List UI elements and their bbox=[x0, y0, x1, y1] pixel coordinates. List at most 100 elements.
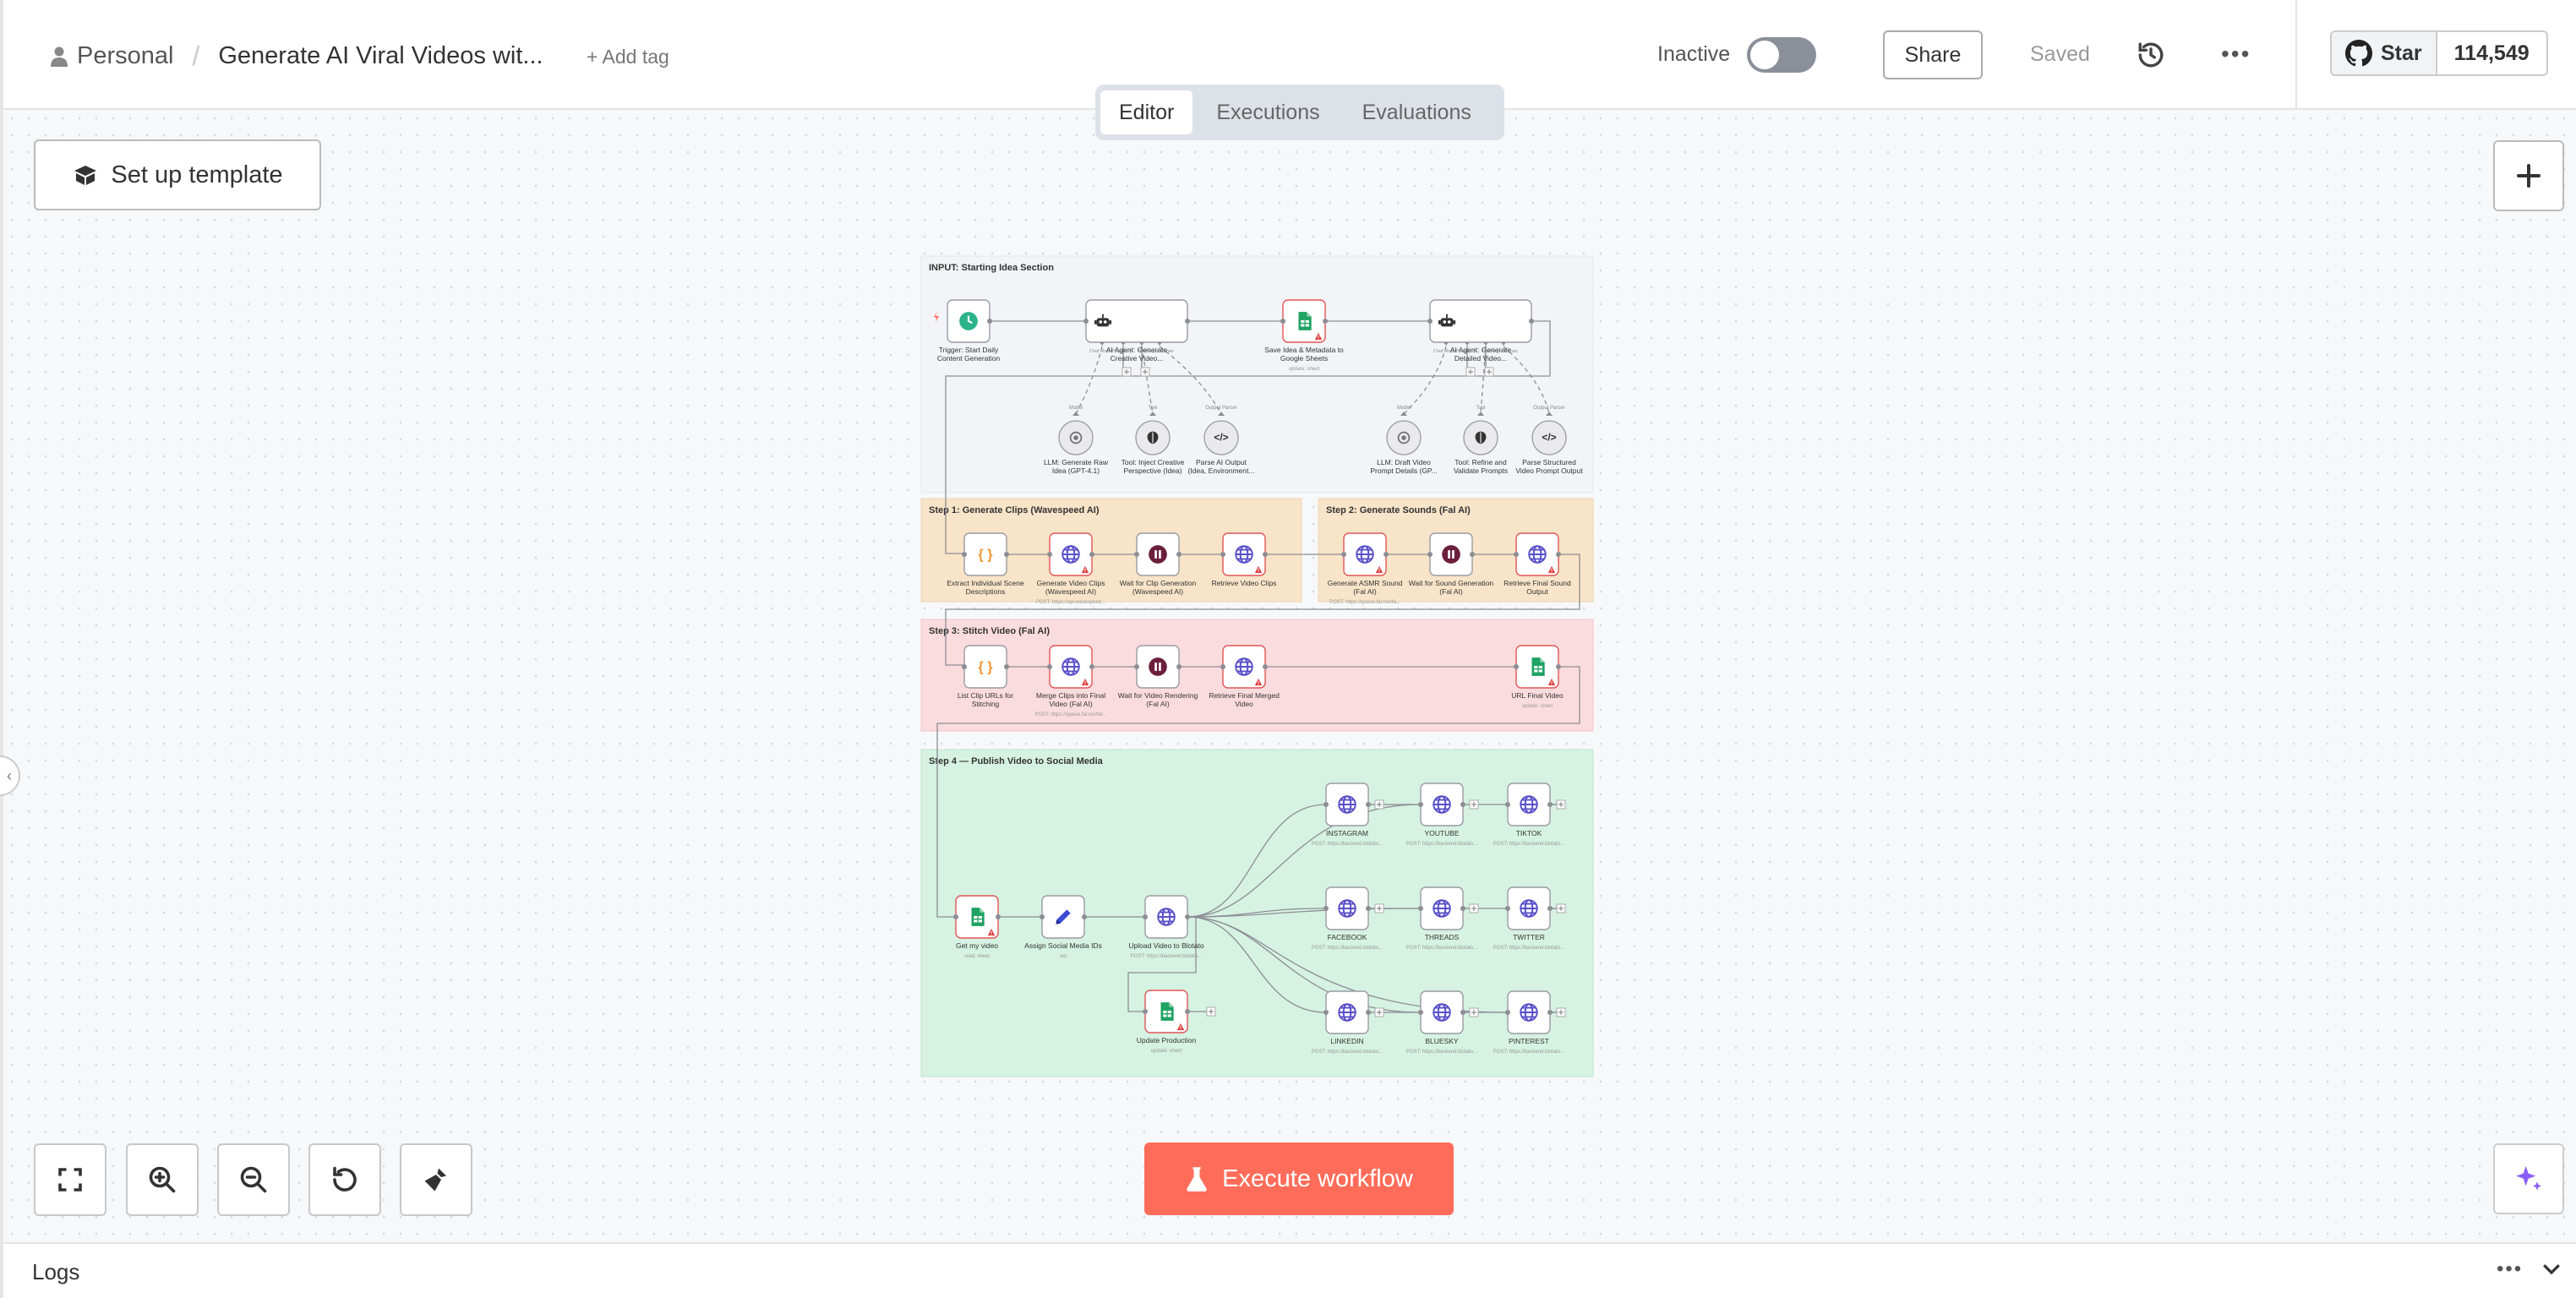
node-twitter-label: TWITTER bbox=[1513, 933, 1545, 941]
node-llm-1[interactable]: Model bbox=[1058, 406, 1094, 455]
add-connection-icon[interactable] bbox=[1374, 1007, 1384, 1017]
section-step4-title: Step 4 — Publish Video to Social Media bbox=[929, 756, 1104, 766]
node-linkedin[interactable] bbox=[1323, 990, 1371, 1034]
tidy-up-button[interactable] bbox=[400, 1143, 472, 1216]
add-connection-icon[interactable] bbox=[1206, 1006, 1216, 1017]
sheet-icon bbox=[1160, 1001, 1175, 1022]
node-ai-agent-1[interactable] bbox=[1083, 299, 1190, 343]
add-connection-icon[interactable] bbox=[1469, 799, 1479, 810]
node-assign-ids-label: Assign Social Media IDs bbox=[1024, 941, 1102, 950]
node-assign-ids[interactable] bbox=[1040, 895, 1087, 939]
node-tiktok[interactable] bbox=[1505, 783, 1553, 826]
add-connection-icon[interactable] bbox=[1556, 1007, 1566, 1017]
node-llm-1-port-label: Model bbox=[1069, 406, 1083, 411]
agent-port-label: Chat Model* bbox=[1089, 349, 1116, 354]
add-connection-icon[interactable] bbox=[1484, 367, 1494, 377]
node-update-production[interactable] bbox=[1143, 990, 1190, 1033]
node-upload-blotato[interactable] bbox=[1143, 895, 1190, 939]
zoom-out-button[interactable] bbox=[217, 1143, 290, 1216]
node-tool-2[interactable]: Tool bbox=[1463, 406, 1498, 455]
fit-view-button[interactable] bbox=[34, 1143, 106, 1216]
node-threads[interactable] bbox=[1418, 886, 1465, 930]
node-update-production-label: Update Production bbox=[1137, 1036, 1197, 1044]
node-youtube[interactable] bbox=[1418, 783, 1465, 826]
node-wait-render[interactable] bbox=[1134, 645, 1182, 689]
execute-workflow-button[interactable]: Execute workflow bbox=[1144, 1143, 1454, 1215]
add-connection-icon[interactable] bbox=[1140, 367, 1150, 377]
chevron-down-icon[interactable] bbox=[2539, 1256, 2564, 1281]
node-retrieve-merged[interactable] bbox=[1220, 645, 1268, 689]
tab-executions[interactable]: Executions bbox=[1216, 100, 1320, 124]
node-url-final[interactable] bbox=[1514, 645, 1561, 689]
node-retrieve-clips[interactable] bbox=[1220, 532, 1268, 576]
share-button[interactable]: Share bbox=[1883, 30, 1983, 79]
node-parse-2-port-label: Output Parser bbox=[1533, 406, 1564, 411]
workflow-canvas[interactable]: Set up template ‹ { } </> INPU bbox=[0, 110, 2576, 1242]
add-node-button[interactable] bbox=[2493, 140, 2564, 211]
node-list-clips[interactable] bbox=[962, 645, 1009, 689]
node-llm-2[interactable]: Model bbox=[1386, 406, 1422, 455]
node-facebook[interactable] bbox=[1323, 886, 1371, 930]
logs-panel[interactable]: Logs ••• bbox=[3, 1242, 2576, 1298]
add-connection-icon[interactable] bbox=[1122, 367, 1132, 377]
node-trigger[interactable] bbox=[947, 299, 992, 343]
node-parse-1[interactable]: Output Parser bbox=[1203, 406, 1239, 455]
tab-editor[interactable]: Editor bbox=[1100, 90, 1193, 134]
node-wait-clip[interactable] bbox=[1134, 532, 1182, 576]
node-retrieve-sound[interactable] bbox=[1514, 532, 1561, 576]
github-star-label: Star bbox=[2381, 41, 2422, 65]
section-step4[interactable] bbox=[920, 749, 1594, 1077]
node-youtube-subtitle: POST: https://backend.blotato... bbox=[1406, 842, 1478, 847]
breadcrumb: Personal / Generate AI Viral Videos wit.… bbox=[50, 41, 543, 72]
node-instagram-label: INSTAGRAM bbox=[1326, 829, 1368, 837]
add-connection-icon[interactable] bbox=[1556, 799, 1566, 810]
setup-template-button[interactable]: Set up template bbox=[34, 139, 321, 210]
github-star-count: 114,549 bbox=[2437, 32, 2546, 74]
zoom-in-button[interactable] bbox=[126, 1143, 199, 1216]
workspace-link[interactable]: Personal bbox=[77, 42, 174, 69]
node-merge-clips[interactable] bbox=[1047, 645, 1094, 689]
activation-toggle[interactable] bbox=[1747, 37, 1816, 73]
node-tool-1[interactable]: Tool bbox=[1135, 406, 1171, 455]
add-connection-icon[interactable] bbox=[1374, 903, 1384, 914]
pause-icon bbox=[1149, 657, 1167, 676]
add-connection-icon[interactable] bbox=[1465, 367, 1476, 377]
code-icon bbox=[978, 547, 994, 563]
node-pinterest[interactable] bbox=[1505, 990, 1553, 1034]
reset-zoom-button[interactable] bbox=[308, 1143, 381, 1216]
node-parse-2[interactable]: Output Parser bbox=[1531, 406, 1567, 455]
node-extract-scenes[interactable] bbox=[962, 532, 1009, 576]
node-generate-asmr[interactable] bbox=[1341, 532, 1389, 576]
add-connection-icon[interactable] bbox=[1469, 1007, 1479, 1017]
workflow-title[interactable]: Generate AI Viral Videos wit... bbox=[218, 42, 543, 69]
broom-icon bbox=[424, 1168, 446, 1192]
node-merge-clips-subtitle: POST: https://queue.fal.run/fal... bbox=[1034, 712, 1106, 717]
node-save-sheets[interactable] bbox=[1280, 299, 1328, 343]
node-llm-2-port-label: Model bbox=[1397, 406, 1411, 411]
node-wait-sound[interactable] bbox=[1427, 532, 1475, 576]
node-bluesky[interactable] bbox=[1418, 990, 1465, 1034]
logs-more-icon[interactable]: ••• bbox=[2497, 1257, 2524, 1280]
more-options-icon[interactable]: ••• bbox=[2221, 41, 2251, 67]
add-connection-icon[interactable] bbox=[1469, 903, 1479, 914]
node-generate-clips[interactable] bbox=[1047, 532, 1094, 576]
add-connection-icon[interactable] bbox=[1556, 903, 1566, 914]
add-connection-icon[interactable] bbox=[1374, 799, 1384, 810]
node-ai-agent-2[interactable] bbox=[1427, 299, 1534, 343]
node-instagram[interactable] bbox=[1323, 783, 1371, 826]
github-star-button[interactable]: Star bbox=[2332, 32, 2437, 74]
history-icon[interactable] bbox=[2137, 41, 2165, 69]
node-twitter[interactable] bbox=[1505, 886, 1553, 930]
tab-evaluations[interactable]: Evaluations bbox=[1362, 100, 1471, 124]
node-upload-blotato-subtitle: POST: https://backend.blotato... bbox=[1131, 954, 1203, 959]
node-get-video[interactable] bbox=[953, 895, 1001, 939]
node-wait-render-label: Wait for Video Rendering(Fal AI) bbox=[1118, 691, 1198, 708]
github-star-widget[interactable]: Star 114,549 bbox=[2330, 30, 2548, 76]
node-threads-label: THREADS bbox=[1425, 933, 1460, 941]
ai-assistant-button[interactable] bbox=[2493, 1143, 2564, 1214]
add-tag-button[interactable]: + Add tag bbox=[587, 46, 669, 68]
